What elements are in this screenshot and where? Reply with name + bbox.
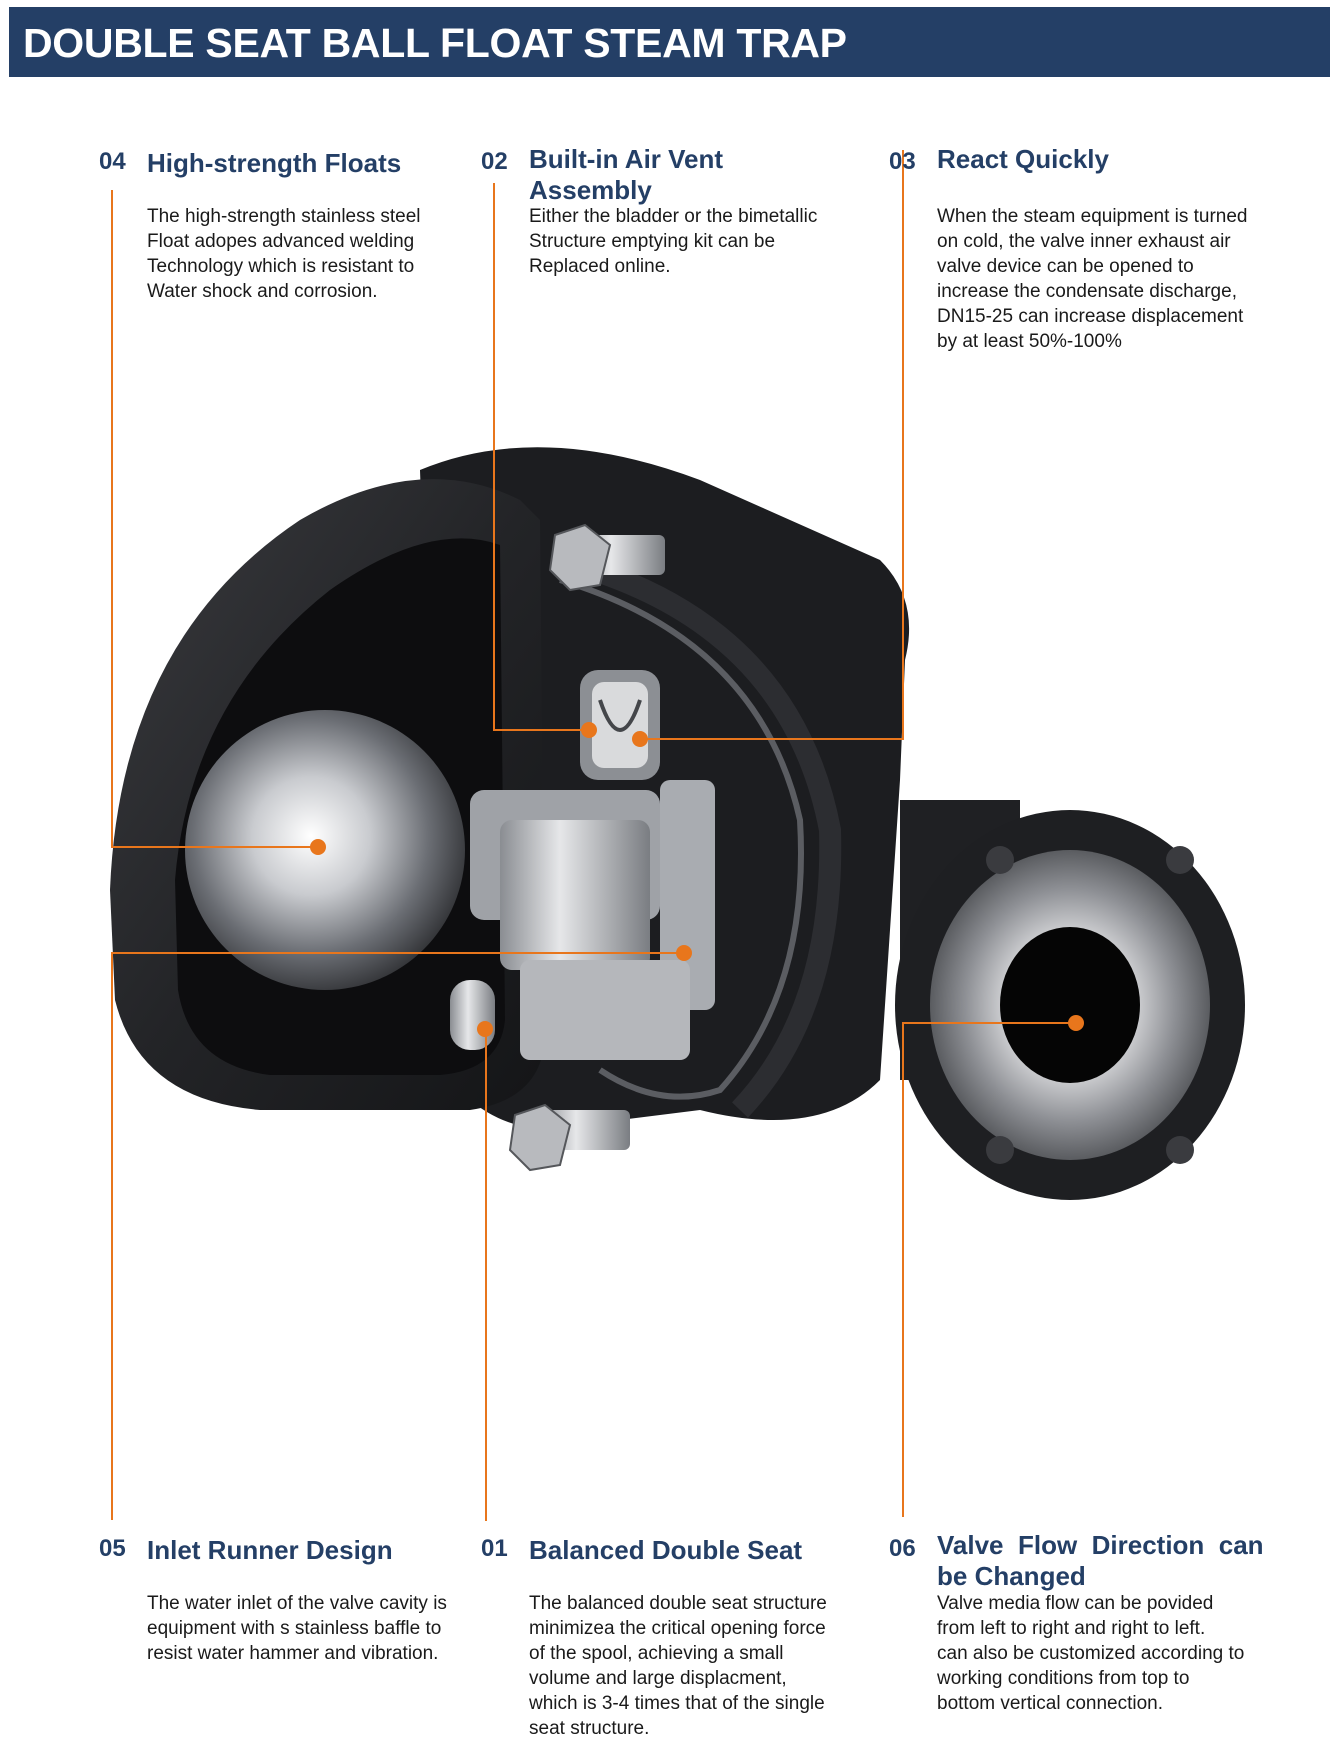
leader-line-05-vertical (111, 952, 113, 1520)
leader-line-06-horizontal (902, 1022, 1076, 1024)
feature-title: Balanced Double Seat (529, 1535, 803, 1565)
feature-title: High-strength Floats (147, 148, 402, 178)
page-title: DOUBLE SEAT BALL FLOAT STEAM TRAP (23, 20, 847, 66)
leader-line-05-horizontal (111, 952, 684, 954)
feature-title: Inlet Runner Design (147, 1535, 393, 1565)
callout-dot-06 (1068, 1015, 1084, 1031)
leader-line-06-vertical (902, 1022, 904, 1517)
feature-body: Valve media flow can be povided from lef… (937, 1593, 1245, 1714)
feature-body: Either the bladder or the bimetallic Str… (529, 206, 818, 277)
feature-body: The high-strength stainless steel Float … (147, 206, 421, 302)
feature-title: Valve Flow Direction can be Changed (937, 1530, 1264, 1591)
feature-number: 03 (889, 148, 916, 175)
feature-number: 04 (99, 148, 126, 175)
bolt-top-shape (548, 523, 665, 592)
feature-number: 05 (99, 1535, 126, 1562)
callout-dot-02 (581, 722, 597, 738)
feature-title: React Quickly (937, 144, 1109, 174)
seat-mechanism-shape (450, 780, 715, 1060)
leader-line-03-vertical (902, 150, 904, 740)
feature-body: The water inlet of the valve cavity is e… (147, 1593, 447, 1664)
callout-dot-05 (676, 945, 692, 961)
feature-body: When the steam equipment is turned on co… (937, 206, 1248, 352)
gasket-ring-shape (559, 577, 804, 1100)
leader-line-04-vertical (111, 190, 113, 847)
feature-number: 02 (481, 148, 508, 175)
leader-line-02-vertical (493, 183, 495, 731)
leader-line-02-horizontal (493, 729, 589, 731)
feature-body: The balanced double seat structure minim… (529, 1593, 827, 1739)
leader-line-01-vertical (485, 1029, 487, 1521)
feature-number: 06 (889, 1535, 916, 1562)
callout-dot-04 (310, 839, 326, 855)
feature-number: 01 (481, 1535, 508, 1562)
outlet-flange-shape (895, 800, 1245, 1200)
feature-title: Built-in Air Vent Assembly (529, 144, 724, 205)
title-banner: DOUBLE SEAT BALL FLOAT STEAM TRAP (9, 7, 1330, 77)
air-vent-shape (580, 670, 660, 780)
leader-line-04-horizontal (111, 846, 318, 848)
leader-line-03-horizontal (640, 738, 904, 740)
bolt-bottom-shape (508, 1103, 630, 1172)
